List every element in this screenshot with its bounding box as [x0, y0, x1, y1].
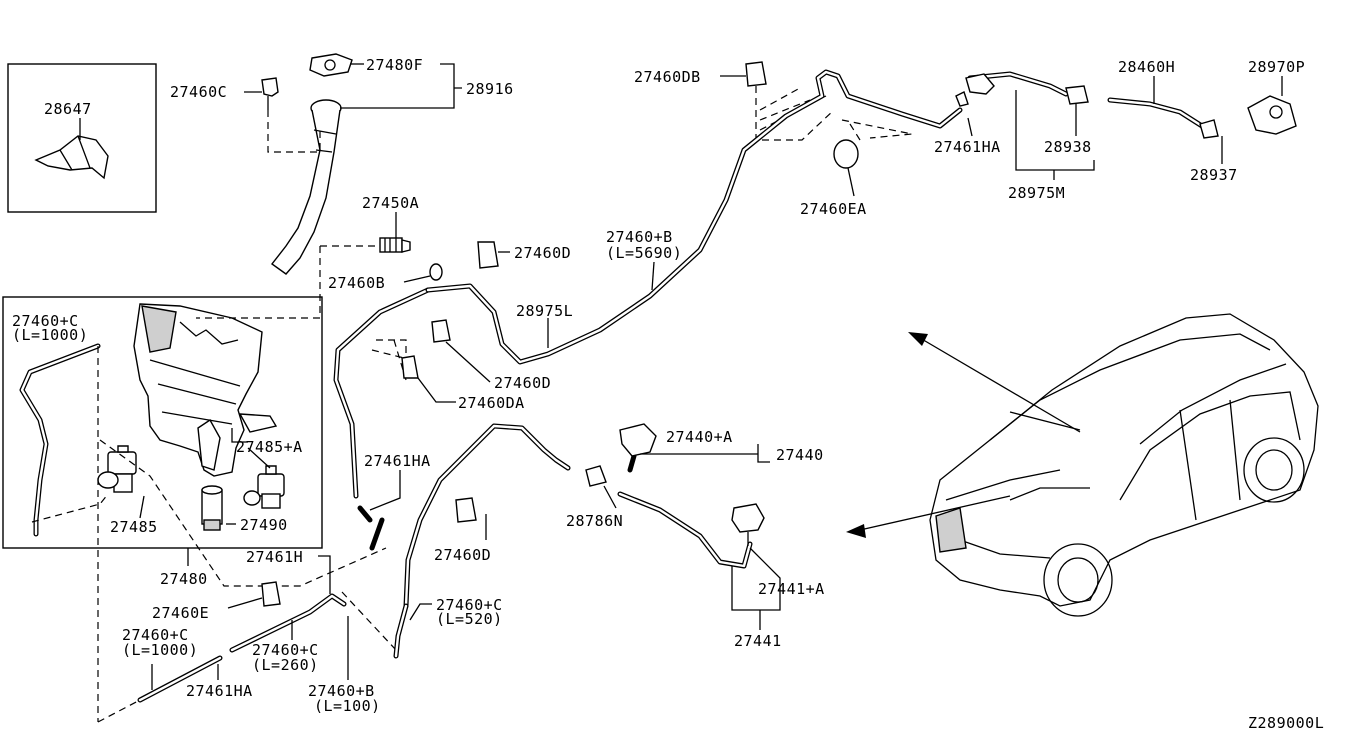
label-28647: 28647: [44, 100, 92, 118]
label-27460D-c: 27460D: [434, 546, 491, 564]
pump-27485: [97, 445, 137, 493]
dashed-leaders: [97, 86, 913, 723]
label-27480F: 27480F: [366, 56, 423, 74]
label-27460B-L100: 27460+B: [308, 682, 375, 700]
label-27461HA-low: 27461HA: [186, 682, 253, 700]
label-27460DA: 27460DA: [458, 394, 525, 412]
label-27460C-L260: 27460+C: [252, 641, 319, 659]
label-27485: 27485: [110, 518, 158, 536]
pump-27485A: [243, 465, 285, 509]
label-28970P: 28970P: [1248, 58, 1305, 76]
vehicle-outline: [929, 313, 1319, 617]
direction-arrows: [846, 332, 1081, 538]
label-27460C-L1000-low: 27460+C: [122, 626, 189, 644]
label-27460EA: 27460EA: [800, 200, 867, 218]
label-27461HA-top: 27461HA: [934, 138, 1001, 156]
label-27460C: 27460C: [170, 83, 227, 101]
label-27460C-L260-len: (L=260): [252, 656, 319, 674]
diagram-id: Z289000L: [1248, 714, 1324, 732]
label-28937: 28937: [1190, 166, 1238, 184]
label-27460B-L5690-len: (L=5690): [606, 244, 682, 262]
label-27460E: 27460E: [152, 604, 209, 622]
reservoir-inset-box: [2, 296, 323, 549]
label-27460C-L1000-low-len: (L=1000): [122, 641, 198, 659]
label-28975M: 28975M: [1008, 184, 1065, 202]
label-27441A: 27441+A: [758, 580, 825, 598]
label-27460D-b: 27460D: [494, 374, 551, 392]
washer-tank: [133, 303, 278, 477]
hose-27460C-L1000-inset: [19, 343, 109, 537]
label-27460B-L5690: 27460+B: [606, 228, 673, 246]
label-27441: 27441: [734, 632, 782, 650]
label-27460DB: 27460DB: [634, 68, 701, 86]
part-labels: 28647 27460C 27480F 28916 27460DB 28460H…: [12, 56, 1324, 732]
clip-27460C: [261, 77, 279, 110]
label-27460C-L1000: 27460+C: [12, 312, 79, 330]
label-27460B-L100-len: (L=100): [314, 697, 381, 715]
label-27460C-L520: 27460+C: [436, 596, 503, 614]
label-27490: 27490: [240, 516, 288, 534]
label-28916: 28916: [466, 80, 514, 98]
label-27440: 27440: [776, 446, 824, 464]
grommet-27450A: [379, 237, 411, 253]
label-28975L: 28975L: [516, 302, 573, 320]
label-28786N: 28786N: [566, 512, 623, 530]
label-27461HA-mid: 27461HA: [364, 452, 431, 470]
label-27485A: 27485+A: [236, 438, 303, 456]
label-27461H: 27461H: [246, 548, 303, 566]
label-27460C-L520-len: (L=520): [436, 610, 503, 628]
label-27460D-a: 27460D: [514, 244, 571, 262]
nozzles: [619, 423, 765, 546]
label-27480: 27480: [160, 570, 208, 588]
hose-routes: [137, 69, 1205, 703]
leader-lines: [139, 63, 1283, 690]
label-27450A: 27450A: [362, 194, 419, 212]
label-28938: 28938: [1044, 138, 1092, 156]
sensor-27490: [201, 485, 223, 531]
inset-box-28647: [7, 63, 157, 213]
label-27460B: 27460B: [328, 274, 385, 292]
label-28460H: 28460H: [1118, 58, 1175, 76]
clips: [261, 61, 1297, 607]
label-27440A: 27440+A: [666, 428, 733, 446]
filler-neck-28916: [270, 53, 353, 275]
label-27460C-L1000-len: (L=1000): [12, 326, 88, 344]
